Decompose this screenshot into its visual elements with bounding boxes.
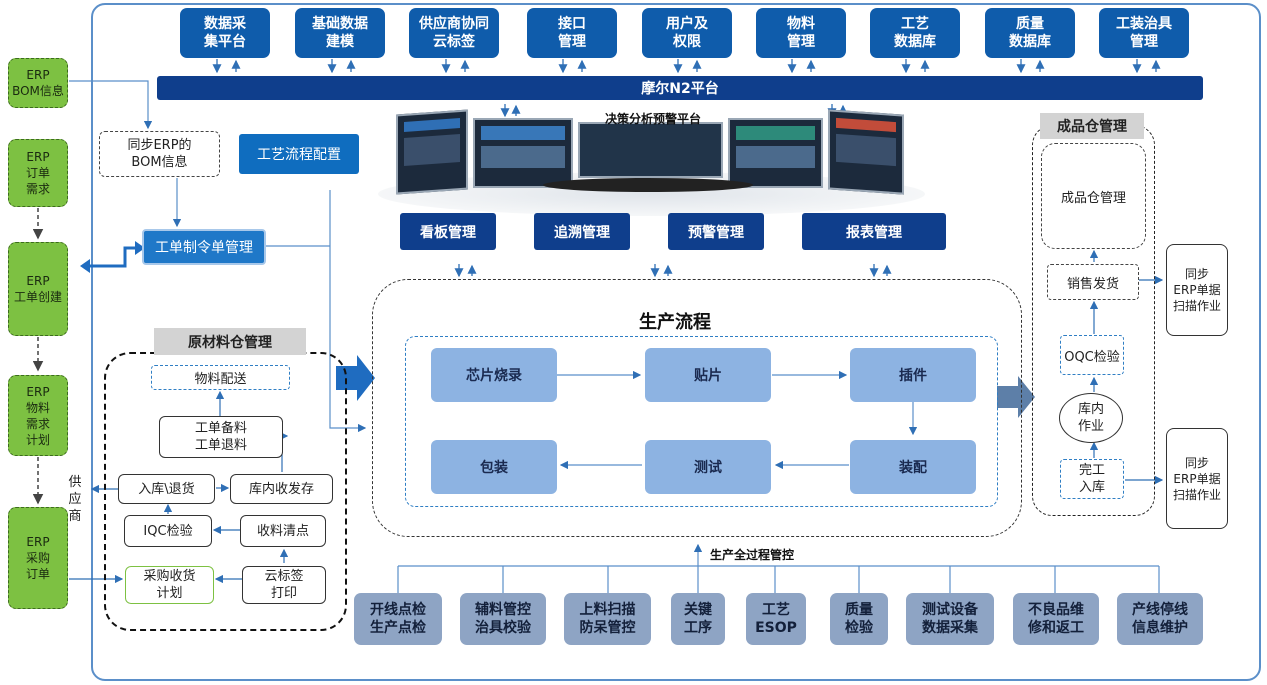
bottom-aux-material-control[interactable]: 辅料管控 治具校验 [460,593,546,645]
decision-platform-illustration: 决策分析预警平台 [378,104,925,216]
full-process-control-label: 生产全过程管控 [710,548,795,562]
bottom-feeding-scan[interactable]: 上料扫描 防呆管控 [564,593,651,645]
alert-management-button[interactable]: 预警管理 [668,213,764,250]
completion-inbound-box[interactable]: 完工 入库 [1060,459,1124,499]
in-warehouse-operations[interactable]: 库内 作业 [1059,393,1123,443]
meeting-table [543,178,753,192]
material-delivery-box[interactable]: 物料配送 [151,365,290,390]
production-container [372,279,1022,537]
cloud-label-print-box[interactable]: 云标签 打印 [242,566,326,604]
bottom-key-process[interactable]: 关键 工序 [671,593,725,645]
raw-warehouse-title: 原材料仓管理 [154,328,306,355]
bottom-quality-inspection[interactable]: 质量 检验 [830,593,888,645]
finished-warehouse-inner[interactable]: 成品仓管理 [1041,143,1146,249]
report-management-button[interactable]: 报表管理 [802,213,946,250]
sales-delivery-box[interactable]: 销售发货 [1047,264,1139,300]
top-module-user-permissions[interactable]: 用户及 权限 [642,8,732,58]
top-module-tooling-management[interactable]: 工装治具 管理 [1099,8,1189,58]
top-module-data-collection[interactable]: 数据采 集平台 [180,8,270,58]
top-module-material-management[interactable]: 物料 管理 [756,8,846,58]
step-smt[interactable]: 贴片 [645,348,771,402]
dashboard-monitor-1 [396,109,468,195]
dashboard-monitor-3 [728,118,823,188]
erp-material-plan[interactable]: ERP 物料 需求 计划 [8,375,68,456]
finished-warehouse-title: 成品仓管理 [1040,113,1144,139]
bottom-line-inspection[interactable]: 开线点检 生产点检 [354,593,442,645]
step-packaging[interactable]: 包装 [431,440,557,494]
top-module-quality-database[interactable]: 质量 数据库 [985,8,1075,58]
purchase-plan-box[interactable]: 采购收货 计划 [125,566,214,604]
supplier-label: 供 应 商 [68,474,82,524]
step-assembly[interactable]: 装配 [850,440,976,494]
process-config-button[interactable]: 工艺流程配置 [239,134,359,174]
bottom-defect-repair[interactable]: 不良品维 修和返工 [1013,593,1099,645]
erp-work-order-creation[interactable]: ERP 工单创建 [8,242,68,336]
inbound-return-box[interactable]: 入库\退货 [118,474,215,504]
bottom-test-equipment-data[interactable]: 测试设备 数据采集 [906,593,994,645]
bom-sync-box[interactable]: 同步ERP的 BOM信息 [99,131,220,177]
bottom-process-esop[interactable]: 工艺 ESOP [746,593,806,645]
dashboard-monitor-2 [473,118,573,188]
step-insertion[interactable]: 插件 [850,348,976,402]
bottom-line-stop-info[interactable]: 产线停线 信息维护 [1117,593,1203,645]
erp-order-demand[interactable]: ERP 订单 需求 [8,139,68,207]
platform-bar: 摩尔N2平台 [157,76,1203,100]
top-module-interface-management[interactable]: 接口 管理 [527,8,617,58]
stock-transfer-box[interactable]: 库内收发存 [230,474,333,504]
step-chip-burning[interactable]: 芯片烧录 [431,348,557,402]
step-testing[interactable]: 测试 [645,440,771,494]
decision-platform-title: 决策分析预警平台 [604,111,701,126]
traceability-management-button[interactable]: 追溯管理 [534,213,630,250]
top-module-supplier-cloud-label[interactable]: 供应商协同 云标签 [409,8,499,58]
work-order-management[interactable]: 工单制令单管理 [142,229,266,265]
dashboard-monitor-center [578,122,723,178]
erp-bom-info[interactable]: ERP BOM信息 [8,58,68,108]
iqc-inspection-box[interactable]: IQC检验 [124,515,212,547]
receiving-count-box[interactable]: 收料清点 [240,515,326,547]
production-inner-frame [405,336,998,507]
oqc-inspection-box[interactable]: OQC检验 [1060,335,1124,375]
top-module-process-database[interactable]: 工艺 数据库 [870,8,960,58]
prep-return-box[interactable]: 工单备料 工单退料 [159,416,283,458]
kanban-management-button[interactable]: 看板管理 [400,213,496,250]
dashboard-monitor-4 [828,109,904,195]
erp-sync-box-inbound[interactable]: 同步 ERP单据 扫描作业 [1166,428,1228,529]
erp-sync-box-sales[interactable]: 同步 ERP单据 扫描作业 [1166,244,1228,336]
production-title: 生产流程 [639,312,711,333]
erp-purchase-order[interactable]: ERP 采购 订单 [8,507,68,609]
main-frame [91,3,1261,681]
top-module-base-data-modeling[interactable]: 基础数据 建模 [295,8,385,58]
